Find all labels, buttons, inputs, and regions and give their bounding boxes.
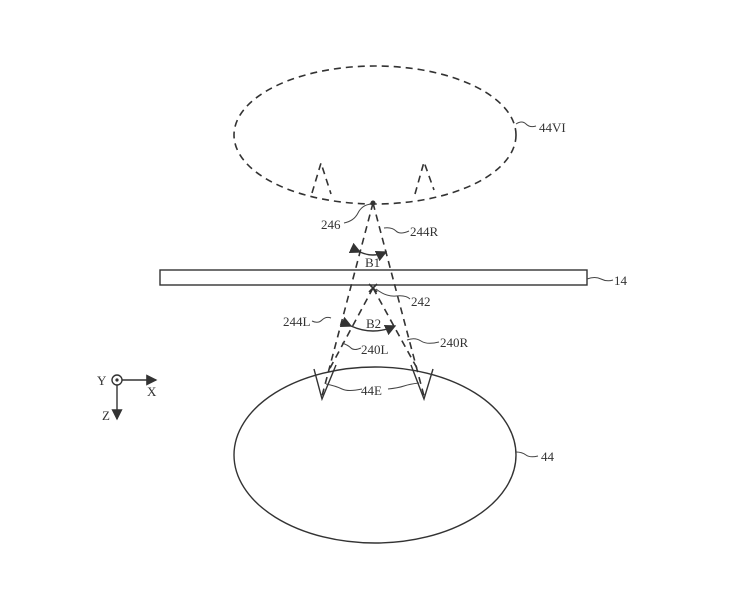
leader-44 [515, 451, 539, 458]
leader-242 [375, 288, 411, 300]
label-240R: 240R [440, 335, 469, 350]
coordinate-axes: Y X Z [97, 373, 158, 423]
angle-b1-arc [348, 242, 388, 262]
axis-label-z: Z [102, 408, 110, 423]
label-B1: B1 [365, 255, 380, 270]
virtual-notch-left [311, 160, 332, 195]
leader-244R [383, 227, 410, 234]
label-B2: B2 [366, 316, 381, 331]
leader-44VI [515, 121, 537, 128]
label-246: 246 [321, 217, 341, 232]
label-14: 14 [614, 273, 628, 288]
label-44VI: 44VI [539, 120, 566, 135]
label-240L: 240L [361, 342, 389, 357]
label-244R: 244R [410, 224, 439, 239]
eye-notch-right [410, 364, 434, 402]
axis-label-x: X [147, 384, 157, 399]
ray-240L [328, 287, 374, 371]
plate-14 [159, 269, 588, 286]
leader-246 [343, 203, 372, 224]
leader-44E-left [325, 383, 363, 391]
virtual-image-ellipse [233, 65, 517, 205]
eye-ellipse [233, 366, 517, 544]
label-244L: 244L [283, 314, 311, 329]
leader-244L [311, 316, 332, 323]
leader-14 [586, 277, 614, 282]
axis-label-y: Y [97, 373, 107, 388]
label-242: 242 [411, 294, 431, 309]
eye-notch-left [313, 364, 337, 402]
virtual-notch-right [414, 159, 435, 195]
ray-244L [321, 202, 374, 397]
leader-44E-right [387, 382, 420, 390]
angle-b2-arc [339, 316, 397, 336]
ray-240R [372, 287, 419, 371]
plate-point-242 [368, 283, 378, 293]
label-44E: 44E [361, 383, 382, 398]
leader-240L [341, 342, 362, 350]
ray-244R [372, 202, 425, 397]
leader-240R [406, 338, 440, 344]
label-44: 44 [541, 449, 555, 464]
